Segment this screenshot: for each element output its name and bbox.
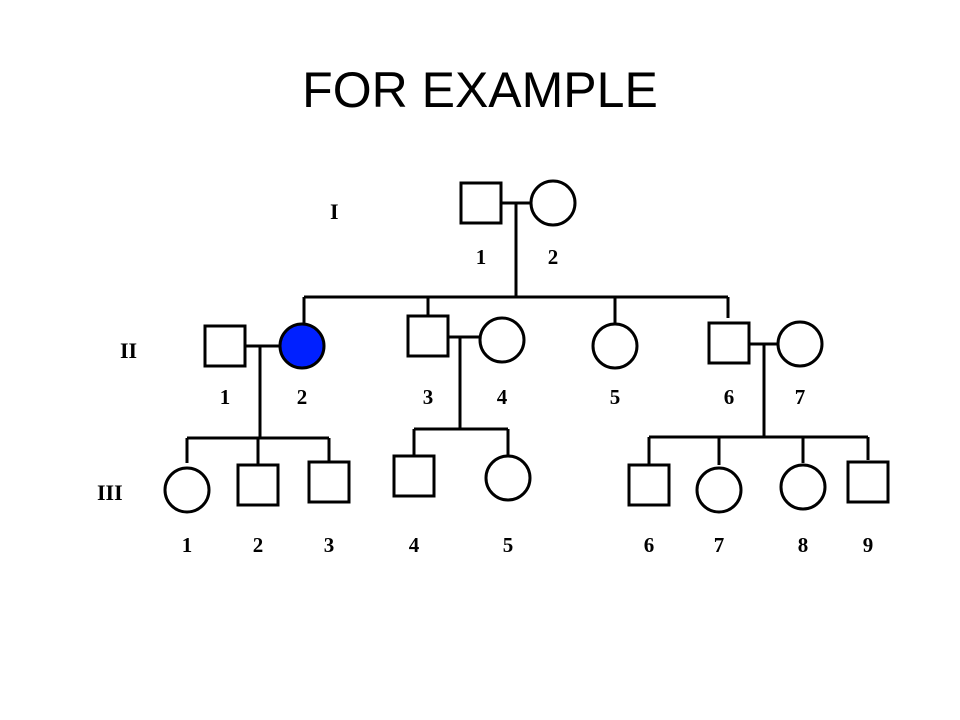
individual-number-I-1: 1 (476, 245, 487, 269)
female-circle-II-7 (776, 320, 824, 368)
female-circle-II-5 (591, 322, 639, 370)
generation-label: I (330, 199, 339, 224)
male-square-II-1 (203, 324, 247, 368)
individual-number-III-1: 1 (182, 533, 193, 557)
individual-number-II-5: 5 (610, 385, 621, 409)
male-square-III-2 (236, 463, 280, 507)
male-square-I-1 (459, 181, 503, 225)
individual-number-II-1: 1 (220, 385, 231, 409)
female-circle-III-8 (779, 463, 827, 511)
individual-number-II-4: 4 (497, 385, 508, 409)
female-circle-III-5 (484, 454, 532, 502)
female-circle-I-2 (529, 179, 577, 227)
male-square-III-4 (392, 454, 436, 498)
female-circle-II-4 (478, 316, 526, 364)
female-circle-III-7 (695, 466, 743, 514)
individual-number-III-3: 3 (324, 533, 335, 557)
individual-number-II-2: 2 (297, 385, 308, 409)
male-square-III-9 (846, 460, 890, 504)
male-square-III-6 (627, 463, 671, 507)
male-square-II-3 (406, 314, 450, 358)
individual-number-I-2: 2 (548, 245, 559, 269)
generation-label: II (120, 338, 137, 363)
male-square-II-6 (707, 321, 751, 365)
female-circle-III-1 (163, 466, 211, 514)
individual-number-III-5: 5 (503, 533, 514, 557)
individual-number-II-3: 3 (423, 385, 434, 409)
pedigree-individuals (163, 179, 890, 514)
pedigree-lines (185, 201, 870, 465)
individual-number-II-7: 7 (795, 385, 806, 409)
individual-number-III-7: 7 (714, 533, 725, 557)
male-square-III-3 (307, 460, 351, 504)
individual-number-III-2: 2 (253, 533, 264, 557)
individual-number-III-8: 8 (798, 533, 809, 557)
affected-female-circle-II-2 (278, 322, 326, 370)
slide-title: FOR EXAMPLE (302, 62, 658, 118)
individual-number-III-6: 6 (644, 533, 655, 557)
individual-number-III-4: 4 (409, 533, 420, 557)
generation-label: III (97, 480, 123, 505)
individual-number-III-9: 9 (863, 533, 874, 557)
individual-number-II-6: 6 (724, 385, 735, 409)
